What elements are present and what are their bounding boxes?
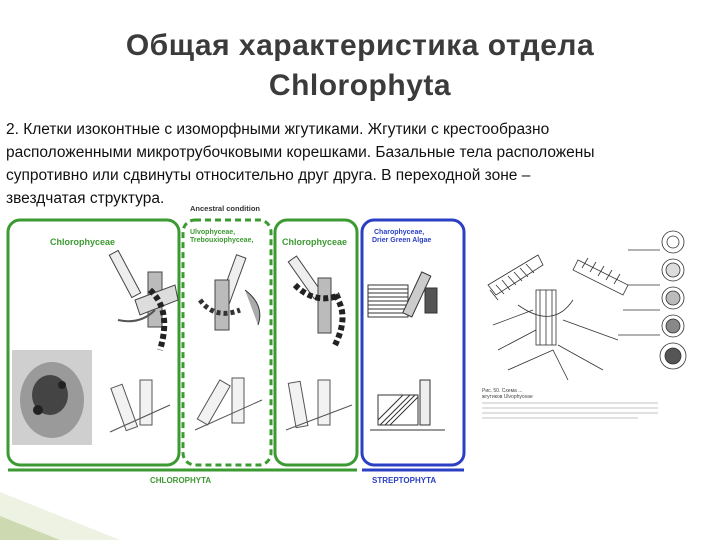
title-line-2: Chlorophyta <box>0 66 720 106</box>
panel-3-label: Chlorophyceae <box>282 237 347 247</box>
panel-4-lower-drawing <box>370 380 445 430</box>
panel-1-micrograph <box>12 350 92 445</box>
caption-text-lines <box>482 403 658 418</box>
paragraph-line-3: супротивно или сдвинуты относительно дру… <box>6 164 716 187</box>
panel-4-spline-drawing <box>368 272 437 317</box>
transition-zone-diagram: Рис. 50. Схема ... жгутиков Ulvophyceae <box>478 230 714 430</box>
panel-2-lower-drawing <box>195 378 262 430</box>
chlorophyta-label: CHLOROPHYTA <box>150 476 211 485</box>
basal-apparatus-schematic <box>488 250 660 380</box>
panel-4-label-line2: Drier Green Algae <box>372 237 431 244</box>
panel-1-label: Chlorophyceae <box>50 237 115 247</box>
figure-caption-line2: жгутиков Ulvophyceae <box>482 394 533 400</box>
decorative-corner-accent <box>0 516 60 540</box>
paragraph-line-2: расположенными микротрубочковыми корешка… <box>6 141 716 164</box>
body-paragraph: 2. Клетки изоконтные с изоморфными жгути… <box>6 118 716 210</box>
cross-sections <box>660 231 686 369</box>
panel-2-label-line1: Ulvophyceae, <box>190 229 235 236</box>
title-line-1: Общая характеристика отдела <box>0 26 720 66</box>
panel-2-label-line2: Trebouxiophyceae, <box>190 237 253 244</box>
panel-1-basal-body-drawing <box>109 250 178 350</box>
panel-4-label-line1: Charophyceae, <box>374 229 424 236</box>
paragraph-line-1: 2. Клетки изоконтные с изоморфными жгути… <box>6 118 716 141</box>
flagellar-apparatus-figure: Ancestral condition Chlorophyceae Ulvoph… <box>0 200 470 490</box>
panel-1-lower-drawing <box>110 380 170 432</box>
panel-3-lower-drawing <box>286 380 352 430</box>
streptophyta-label: STREPTOPHYTA <box>372 476 436 485</box>
panel-frame-3 <box>275 220 357 465</box>
panel-3-basal-body-drawing <box>288 256 342 345</box>
ancestral-condition-label: Ancestral condition <box>190 204 260 213</box>
slide-title: Общая характеристика отдела Chlorophyta <box>0 26 720 106</box>
panel-frame-4-blue <box>362 220 464 465</box>
panel-frame-2-dashed <box>183 220 271 465</box>
panel-2-basal-body-drawing <box>200 255 260 330</box>
